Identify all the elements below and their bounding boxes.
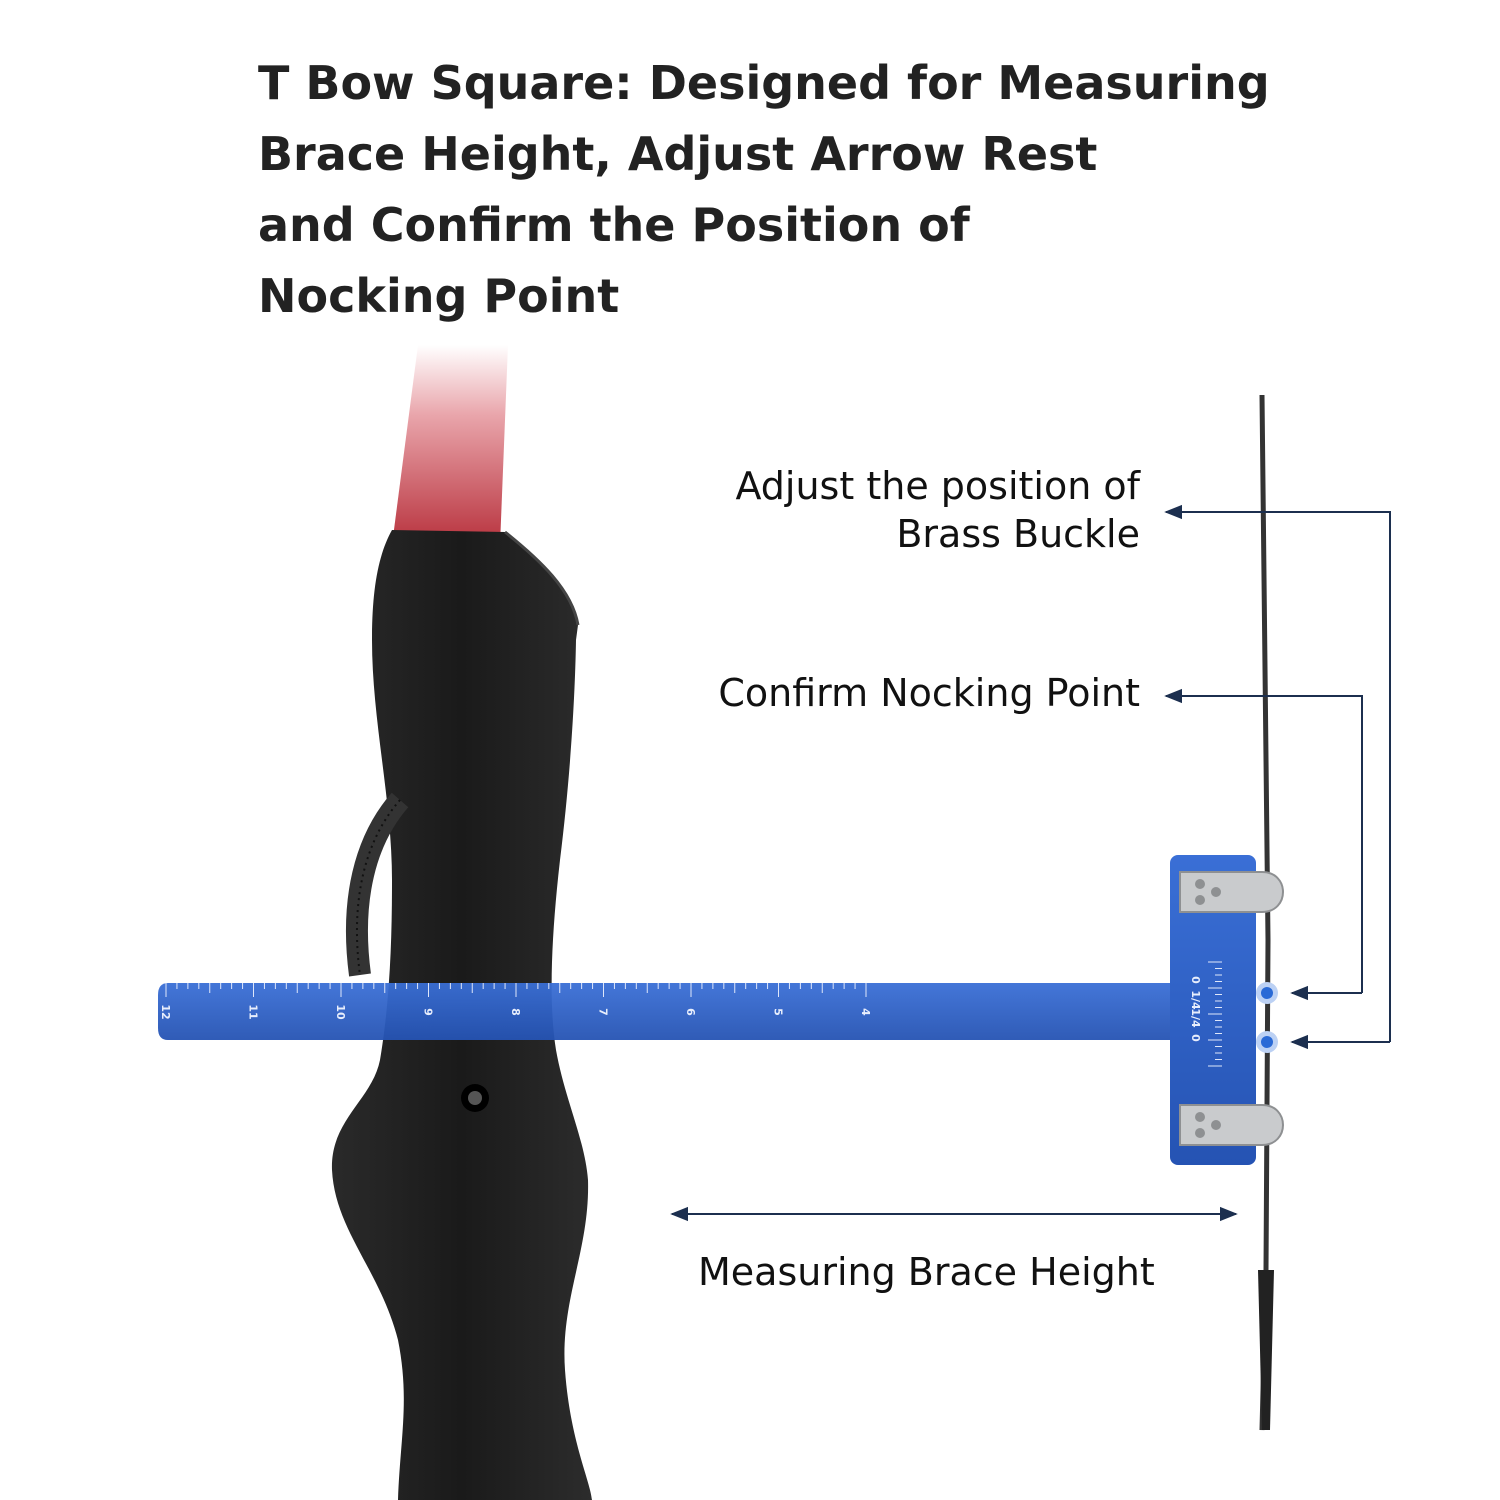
callout-brace-height: Measuring Brace Height [698,1250,1155,1294]
ruler-number: 8 [509,1008,522,1016]
t-head-mark: 0 [1189,1034,1202,1042]
ruler-number: 7 [597,1008,610,1016]
t-head-mark: 1/4 [1189,1008,1202,1028]
ruler-ticks [165,983,867,997]
ruler-number: 10 [334,1004,347,1020]
ruler-bar [158,983,1230,1040]
callout-brass-buckle-line-1: Adjust the position of [735,464,1140,508]
t-head-mark: 1/4 [1189,990,1202,1010]
callout-brass-buckle-line-2: Brass Buckle [896,512,1140,556]
title-line-1: T Bow Square: Designed for Measuring [258,56,1270,110]
ruler-t-head [1170,855,1256,1165]
callout-nocking-point: Confirm Nocking Point [718,671,1140,715]
ruler-numbers: 12 11 10 9 8 7 6 5 4 [159,1004,872,1020]
ruler-number: 4 [859,1008,872,1016]
riser-edge [504,530,580,626]
t-head-ticks: 0 1/41/4 0 [1189,961,1222,1067]
ruler-number: 5 [772,1008,785,1016]
title-line-4: Nocking Point [258,269,620,323]
title-line-2: Brace Height, Adjust Arrow Rest [258,127,1098,181]
bow-limb [392,345,508,545]
ruler-number: 9 [422,1008,435,1016]
top-clip [1179,871,1284,913]
string-serving [1258,1270,1274,1430]
bottom-clip [1179,1104,1284,1146]
t-head-mark: 0 [1189,976,1202,984]
callout-brass-buckle: Adjust the position of Brass Buckle [640,462,1140,558]
ruler-number: 11 [247,1004,260,1019]
title-line-3: and Confirm the Position of [258,198,970,252]
ruler-number: 6 [684,1008,697,1016]
ruler-number: 12 [159,1004,172,1019]
page-title: T Bow Square: Designed for Measuring Bra… [258,48,1438,332]
